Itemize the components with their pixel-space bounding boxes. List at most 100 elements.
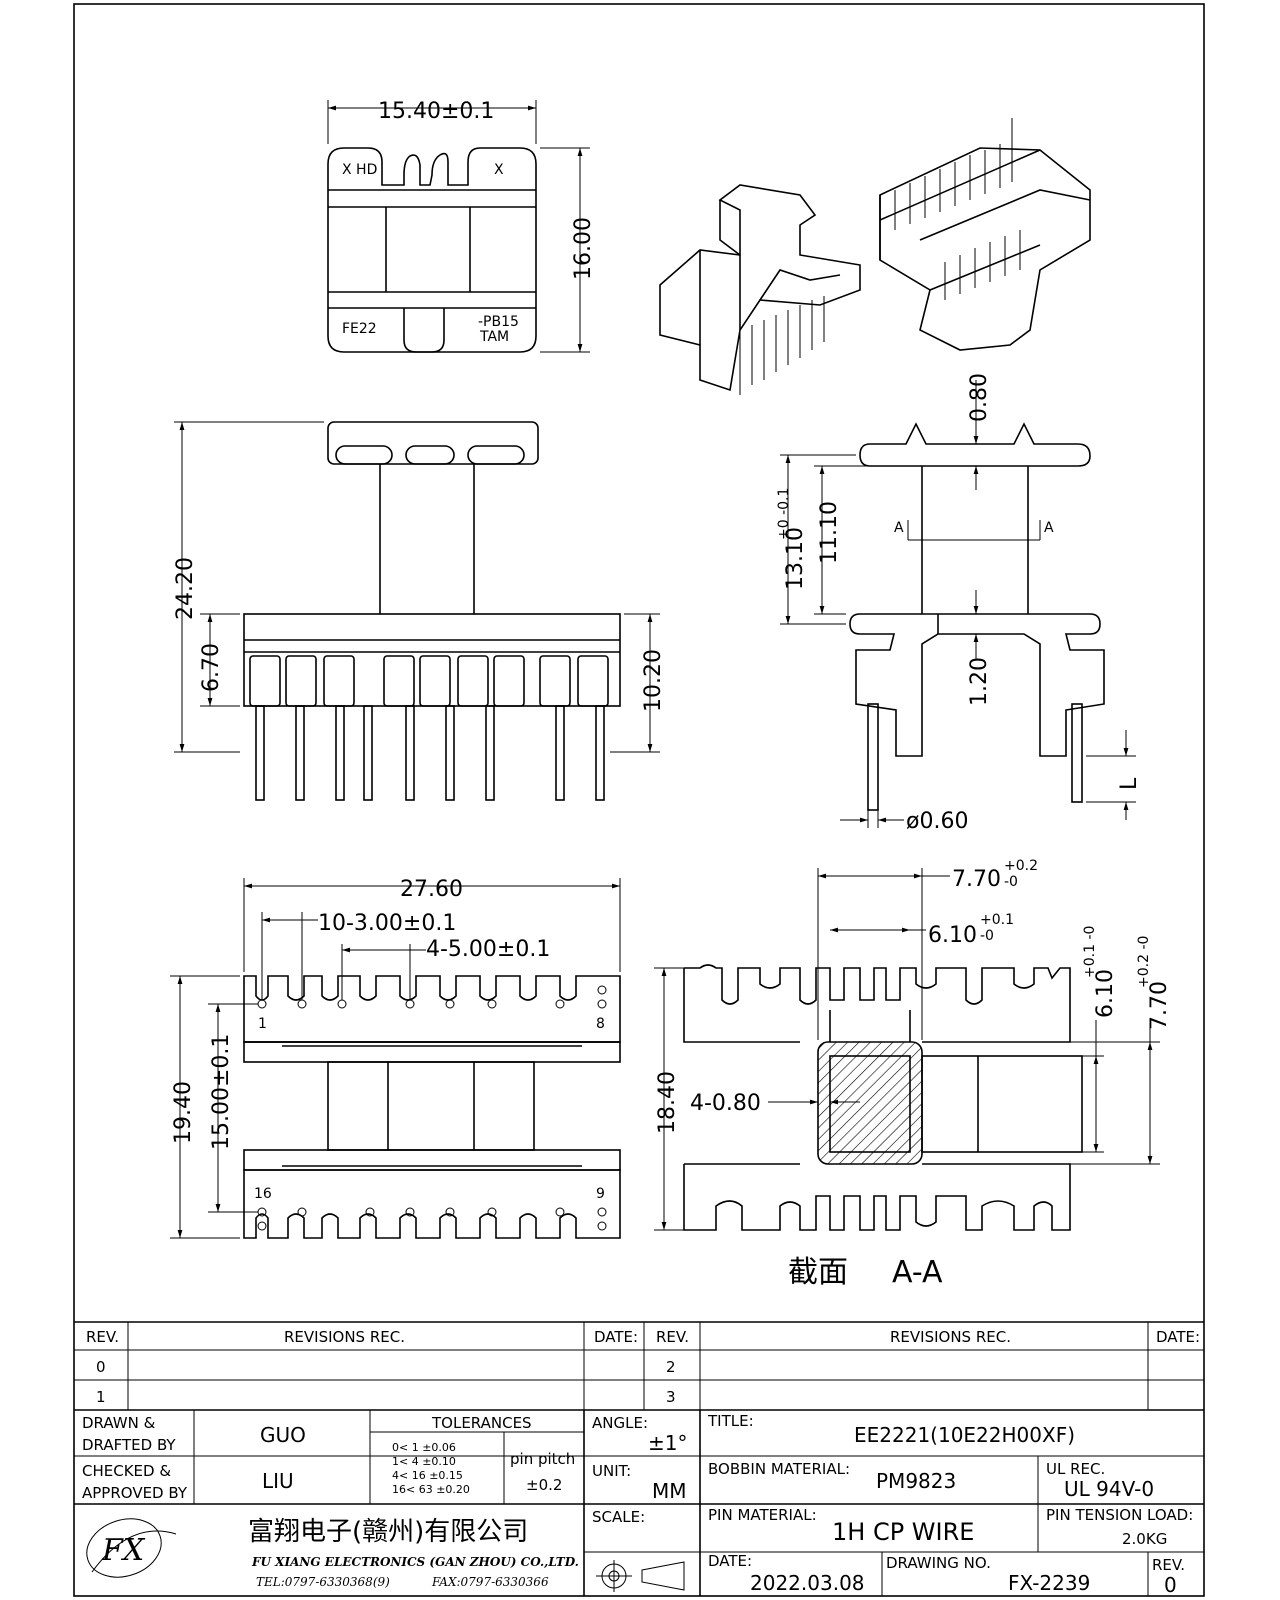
company-logo: FX — [86, 1518, 177, 1578]
dim-front-height: 24.20 — [173, 557, 198, 620]
dim-pin-dia: ø0.60 — [906, 809, 968, 834]
isometric-view — [659, 118, 1091, 395]
mark-x: X — [494, 162, 504, 178]
dim-top-width: 15.40±0.1 — [378, 99, 494, 124]
unit-value: MM — [652, 1479, 687, 1503]
revisions-header-left: REVISIONS REC. — [284, 1328, 405, 1346]
angle-value: ±1° — [648, 1431, 687, 1455]
dim-bottom-length: 27.60 — [400, 877, 463, 902]
bottom-view: 1 8 16 9 27.60 10-3.00±0.1 4-5.00±0.1 19… — [170, 877, 621, 1239]
rev-header-left: REV. — [86, 1328, 119, 1346]
dim-section-outer-h-tol: +0.2 -0 — [1136, 936, 1152, 988]
rev-row-3: 3 — [666, 1388, 676, 1406]
tolerance-1: 1< 4 ±0.10 — [392, 1455, 456, 1468]
tolerance-2: 4< 16 ±0.15 — [392, 1469, 463, 1482]
front-view: 24.20 6.70 10.20 — [173, 421, 666, 801]
rev-row-2: 2 — [666, 1358, 676, 1376]
section-title-tag: A-A — [892, 1255, 943, 1290]
mark-pb15: -PB15 — [478, 314, 519, 330]
projection-symbol — [596, 1560, 685, 1592]
section-title: 截面 — [788, 1255, 848, 1290]
drawing-no-value: FX-2239 — [1008, 1571, 1090, 1595]
side-view: A A 0.80 13.10 +0 -0.1 11.10 1.20 ø0.60 … — [776, 373, 1142, 834]
dim-section-inner-h-tol: +0.1 -0 — [1082, 926, 1098, 978]
mark-tam: TAM — [479, 329, 509, 345]
dim-pin-len: L — [1117, 777, 1142, 790]
pin-material-value: 1H CP WIRE — [832, 1518, 974, 1546]
scale-label: SCALE: — [592, 1508, 645, 1526]
drawn-label-1: DRAWN & — [82, 1414, 156, 1432]
tolerances-label: TOLERANCES — [431, 1414, 532, 1432]
dim-section-wall: 4-0.80 — [690, 1091, 761, 1116]
pin-9-label: 9 — [596, 1186, 605, 1202]
pin-pitch-value: ±0.2 — [526, 1476, 562, 1494]
sheet-border — [73, 3, 1205, 1597]
dim-front-base: 10.20 — [641, 649, 666, 712]
rev-header-right: REV. — [656, 1328, 689, 1346]
dim-section-inner-w: 6.10 — [928, 923, 977, 948]
tolerance-3: 16< 63 ±0.20 — [392, 1483, 470, 1496]
tension-value: 2.0KG — [1122, 1530, 1167, 1548]
ul-value: UL 94V-0 — [1064, 1477, 1154, 1501]
unit-label: UNIT: — [592, 1462, 631, 1480]
dim-side-height-tol: +0 -0.1 — [776, 488, 792, 540]
dim-pitch-a: 10-3.00±0.1 — [318, 911, 456, 936]
rev-value: 0 — [1164, 1573, 1177, 1597]
title-value: EE2221(10E22H00XF) — [854, 1423, 1075, 1447]
dim-bottom-row-spacing: 15.00±0.1 — [209, 1034, 234, 1150]
drawing-no-label: DRAWING NO. — [886, 1554, 991, 1572]
bobbin-value: PM9823 — [876, 1469, 956, 1493]
dim-section-inner-w-tol-plus: +0.1 — [980, 912, 1014, 928]
checked-label-2: APPROVED BY — [82, 1484, 188, 1502]
dim-section-outer-h: 7.70 — [1147, 981, 1172, 1030]
dim-front-pin-offset: 6.70 — [199, 643, 224, 692]
date-header-right: DATE: — [1156, 1328, 1200, 1346]
pin-16-label: 16 — [254, 1186, 272, 1202]
mark-fe22: FE22 — [342, 321, 377, 337]
date-header-left: DATE: — [594, 1328, 638, 1346]
bobbin-label: BOBBIN MATERIAL: — [708, 1460, 850, 1478]
dim-section-inner-w-tol-minus: -0 — [980, 928, 994, 944]
date-value: 2022.03.08 — [750, 1571, 865, 1595]
tension-label: PIN TENSION LOAD: — [1046, 1506, 1193, 1524]
dim-side-height-inner: 11.10 — [817, 501, 842, 564]
section-mark-left: A — [894, 520, 904, 536]
tolerance-0: 0< 1 ±0.06 — [392, 1441, 456, 1454]
dim-section-outer-w: 7.70 — [952, 867, 1001, 892]
drawn-by: GUO — [260, 1423, 306, 1447]
rev-row-1: 1 — [96, 1388, 106, 1406]
rev-label: REV. — [1152, 1556, 1185, 1574]
company-name-cn: 富翔电子(赣州)有限公司 — [248, 1517, 528, 1547]
logo-text: FX — [101, 1533, 146, 1568]
section-mark-right: A — [1044, 520, 1054, 536]
drawn-label-2: DRAFTED BY — [82, 1436, 176, 1454]
dim-pitch-b: 4-5.00±0.1 — [426, 937, 550, 962]
rev-row-0: 0 — [96, 1358, 106, 1376]
checked-by: LIU — [262, 1469, 294, 1493]
dim-flange-thk: 0.80 — [967, 373, 992, 422]
mark-x-hd: X HD — [342, 162, 377, 178]
company-tel: TEL:0797-6330368(9) — [256, 1575, 390, 1589]
angle-label: ANGLE: — [592, 1414, 648, 1432]
pin-8-label: 8 — [596, 1016, 605, 1032]
dim-bottom-outer: 19.40 — [171, 1081, 196, 1144]
dim-section-outer-w-tol-plus: +0.2 — [1004, 858, 1038, 874]
dim-section-height: 18.40 — [655, 1071, 680, 1134]
dim-side-height-outer: 13.10 — [783, 527, 808, 590]
date-label: DATE: — [708, 1552, 752, 1570]
dim-top-height: 16.00 — [571, 217, 596, 280]
top-view: X HD X FE22 -PB15 TAM 15.40±0.1 16.00 — [327, 99, 596, 353]
pin-1-label: 1 — [258, 1016, 267, 1032]
title-label: TITLE: — [707, 1412, 754, 1430]
revisions-header-right: REVISIONS REC. — [890, 1328, 1011, 1346]
title-block: REV. REVISIONS REC. DATE: REV. REVISIONS… — [74, 1321, 1204, 1597]
company-name-en: FU XIANG ELECTRONICS (GAN ZHOU) CO.,LTD. — [251, 1555, 579, 1569]
dim-section-outer-w-tol-minus: -0 — [1004, 874, 1018, 890]
ul-label: UL REC. — [1046, 1460, 1105, 1478]
dim-section-inner-h: 6.10 — [1093, 969, 1118, 1018]
pin-pitch-label: pin pitch — [510, 1450, 575, 1468]
company-fax: FAX:0797-6330366 — [431, 1575, 549, 1589]
dim-base-thk: 1.20 — [967, 657, 992, 706]
section-view: 7.70 +0.2 -0 6.10 +0.1 -0 6.10 +0.1 -0 7… — [654, 858, 1172, 1290]
